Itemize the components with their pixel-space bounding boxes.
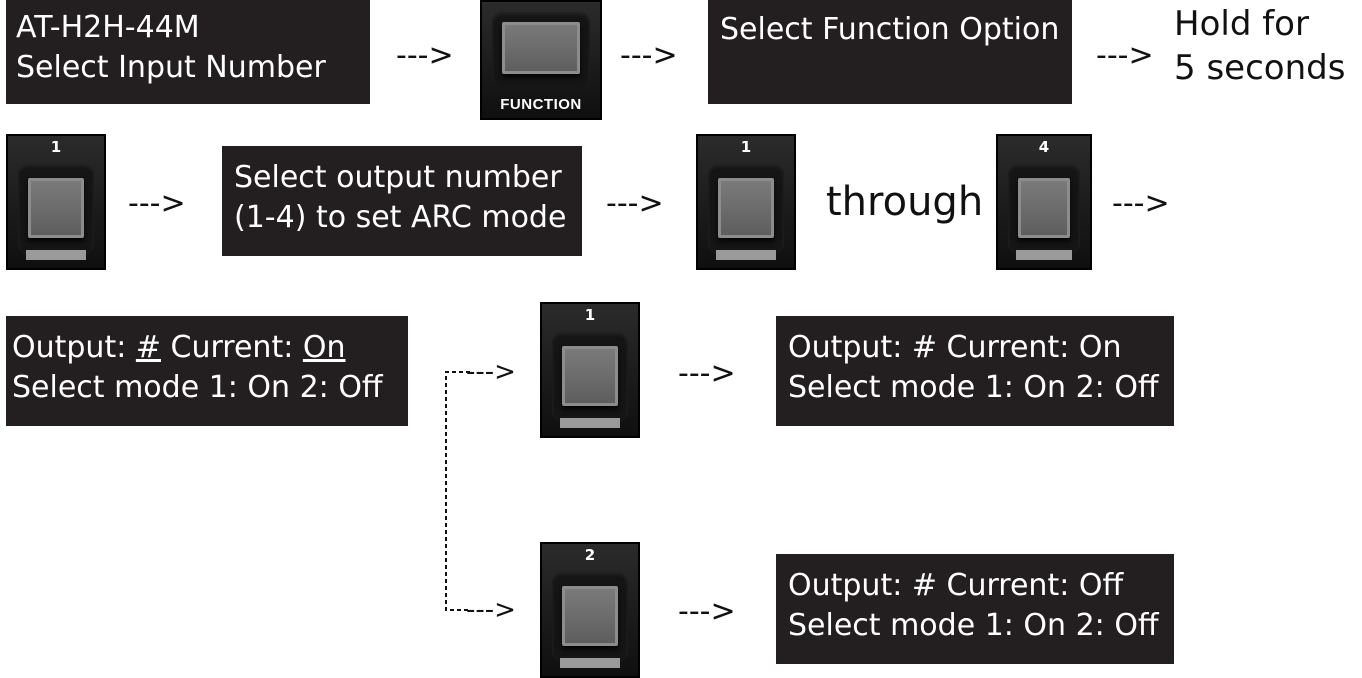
flow-arrow: ---> [678,594,736,629]
button-base [26,250,86,260]
flow-arrow: ---> [396,38,454,73]
button-base [560,658,620,668]
button-number: 1 [584,306,596,324]
mode-button-1-on[interactable]: 1 [540,302,640,438]
button-base [560,418,620,428]
button-number: 1 [50,138,62,156]
flow-arrow: ---> [606,186,664,221]
display-line-1: Output: # Current: Off [788,568,1124,603]
button-cap [718,178,774,238]
display-line-2: Select Input Number [16,50,326,85]
hold-note-line-2: 5 seconds [1174,48,1346,88]
button-base [1016,250,1072,260]
flow-arrow: ---> [1096,38,1154,73]
display-device-select-input: AT-H2H-44M Select Input Number [6,0,370,104]
output-button-4[interactable]: 4 [996,134,1092,270]
button-cap [562,586,618,646]
branch-arrow-off: ---> [466,595,516,625]
display-line-2: Select mode 1: On 2: Off [788,370,1159,405]
button-number: 2 [584,546,596,564]
display-select-function-option: Select Function Option [708,0,1072,104]
output-button-1[interactable]: 1 [696,134,796,270]
hold-note: Hold for 5 seconds [1174,2,1345,90]
display-arc-current-mode: Output: # Current: On Select mode 1: On … [6,316,408,426]
output-placeholder: # [135,330,161,365]
branch-arrow-on: ---> [466,357,516,387]
flow-arrow: ---> [678,356,736,391]
line-middle: Current: [161,330,303,365]
line-prefix: Output: [12,330,136,365]
button-cap [1018,178,1070,238]
hold-note-line-1: Hold for [1174,4,1309,44]
display-line-1: Select output number [234,160,562,195]
current-value: On [302,330,346,365]
display-line-2: Select mode 1: On 2: Off [12,370,383,405]
flow-arrow: ---> [1112,186,1170,221]
mode-button-2-off[interactable]: 2 [540,542,640,678]
display-arc-off: Output: # Current: Off Select mode 1: On… [776,554,1174,664]
display-line-2: Select mode 1: On 2: Off [788,608,1159,643]
display-arc-on: Output: # Current: On Select mode 1: On … [776,316,1174,426]
display-line-1: Output: # Current: On [788,330,1122,365]
function-button-label: FUNCTION [500,96,582,113]
display-line-1: AT-H2H-44M [16,10,200,45]
display-line-2: (1-4) to set ARC mode [234,200,567,235]
button-cap [28,178,84,238]
display-line-1: Output: # Current: On [12,328,398,368]
function-button[interactable]: FUNCTION [480,0,602,120]
button-cap [562,346,618,406]
display-select-output-number: Select output number (1-4) to set ARC mo… [222,146,582,256]
button-cap [502,22,580,74]
flow-arrow: ---> [620,38,678,73]
button-number: 4 [1038,138,1050,156]
button-base [716,250,776,260]
through-text: through [826,179,984,225]
input-button-1[interactable]: 1 [6,134,106,270]
display-line-1: Select Function Option [720,12,1060,47]
button-number: 1 [740,138,752,156]
flow-arrow: ---> [128,186,186,221]
